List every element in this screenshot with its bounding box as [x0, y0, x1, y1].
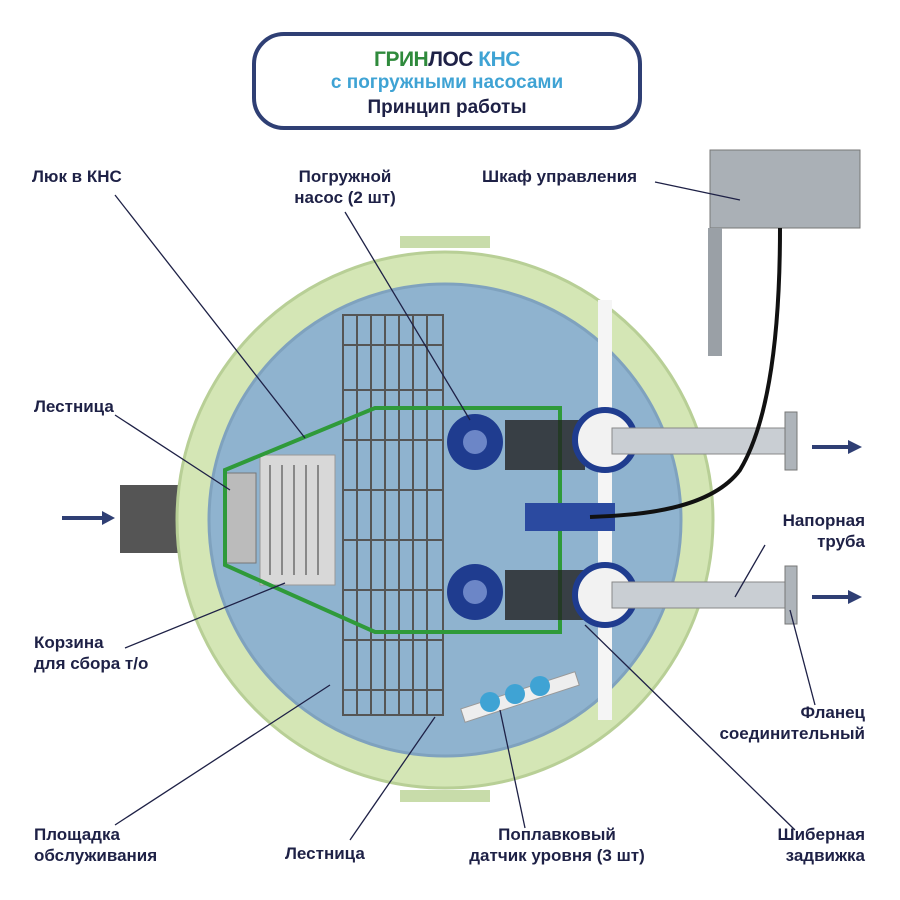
- lifting-frame: [223, 406, 562, 634]
- label-basket: Корзина для сбора т/о: [34, 632, 148, 674]
- label-pump-line1: Погружной: [298, 167, 392, 186]
- flange-top: [784, 411, 798, 471]
- label-valve-line1: Шиберная: [777, 825, 865, 844]
- label-pipe-line2: труба: [817, 532, 865, 551]
- label-pipe: Напорная труба: [740, 510, 865, 552]
- label-cabinet: Шкаф управления: [482, 167, 638, 186]
- label-basket-line1: Корзина: [34, 633, 104, 652]
- pressure-pipe-top: [611, 427, 788, 455]
- inlet-pipe: [120, 485, 182, 553]
- brand-dark: ЛОС: [428, 48, 473, 71]
- label-pump-line2: насос (2 шт): [294, 188, 396, 207]
- label-platform-line1: Площадка: [34, 825, 120, 844]
- shell-rib-bottom: [400, 790, 490, 802]
- title-box: ГРИНЛОС КНС с погружными насосами Принци…: [252, 32, 642, 130]
- label-flange-line1: Фланец: [800, 703, 865, 722]
- station-interior: [207, 282, 683, 758]
- float-3: [530, 676, 550, 696]
- label-platform: Площадка обслуживания: [34, 824, 157, 866]
- debris-basket: [259, 454, 336, 586]
- label-valve: Шиберная задвижка: [740, 824, 865, 866]
- label-flange-line2: соединительный: [719, 724, 865, 743]
- float-1: [480, 692, 500, 712]
- label-pipe-line1: Напорная: [782, 511, 865, 530]
- label-valve-line2: задвижка: [785, 846, 865, 865]
- inlet-arrow-head: [102, 511, 115, 525]
- outlet-arrow-top: [848, 440, 862, 454]
- caption: Принцип работы: [367, 97, 527, 118]
- brand-title: ГРИНЛОС КНС: [256, 48, 638, 72]
- label-basket-line2: для сбора т/о: [34, 654, 149, 673]
- power-cable: [589, 227, 782, 519]
- ladder-left: [225, 472, 257, 564]
- label-float-line1: Поплавковый: [498, 825, 616, 844]
- pressure-pipe-bottom: [611, 581, 788, 609]
- shell-rib-top: [400, 236, 490, 248]
- service-platform: [342, 314, 444, 716]
- brand-blue: КНС: [472, 48, 520, 71]
- label-float-line2: датчик уровня (3 шт): [469, 846, 645, 865]
- control-cabinet: [709, 149, 861, 229]
- flange-bottom: [784, 565, 798, 625]
- float-2: [505, 684, 525, 704]
- cabinet-post: [708, 228, 722, 356]
- label-platform-line2: обслуживания: [34, 846, 158, 865]
- label-ladder-bottom: Лестница: [285, 844, 365, 863]
- label-ladder-top: Лестница: [34, 397, 114, 416]
- label-flange: Фланец соединительный: [700, 702, 865, 744]
- label-float: Поплавковый датчик уровня (3 шт): [462, 824, 652, 866]
- subtitle: с погружными насосами: [330, 72, 564, 93]
- outlet-arrow-bottom: [848, 590, 862, 604]
- label-pump: Погружной насос (2 шт): [275, 166, 415, 208]
- label-hatch: Люк в КНС: [32, 167, 122, 186]
- leader-lines: [114, 181, 816, 841]
- brand-green: ГРИН: [374, 48, 429, 71]
